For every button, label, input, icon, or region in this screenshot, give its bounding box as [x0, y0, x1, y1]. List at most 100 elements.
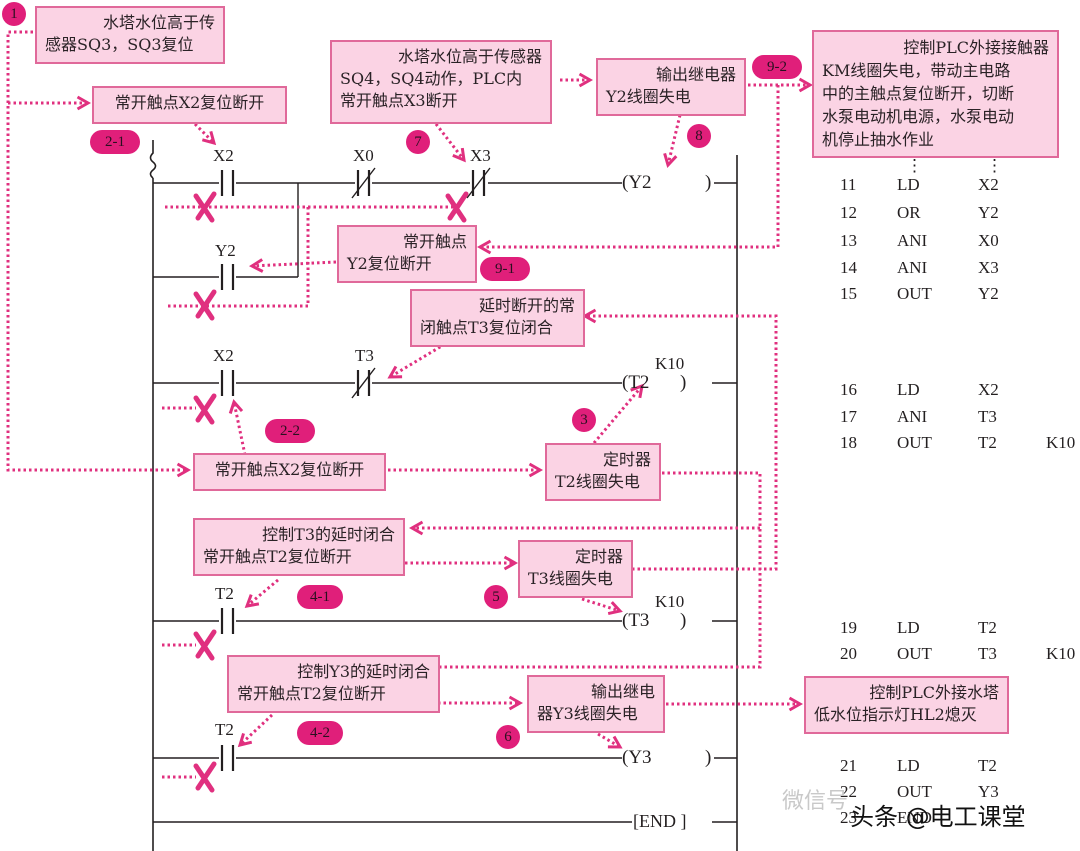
note-t3-contact-close: 延时断开的常 闭触点T3复位闭合	[410, 289, 585, 347]
instruction-op: OUT	[897, 284, 932, 303]
coil-y3-close: )	[705, 747, 712, 768]
instruction-step: 12	[840, 203, 857, 222]
badge-step-7: 7	[406, 130, 430, 154]
power-rails	[149, 140, 738, 851]
note-t2-contact-t3: 控制T3的延时闭合 常开触点T2复位断开	[193, 518, 405, 576]
flow-7	[434, 123, 466, 163]
instruction-step: 14	[840, 258, 857, 277]
note-x2-open-mid: 常开触点X2复位断开	[193, 453, 386, 491]
instruction-step: 23	[840, 808, 857, 827]
flow-rung1-broken	[165, 205, 455, 308]
label-t2-b: T2	[215, 720, 234, 739]
const-t2-k10: K10	[655, 354, 685, 373]
instruction-op: END	[897, 808, 932, 827]
coil-y3: (Y3	[622, 747, 652, 768]
cross-mark	[193, 629, 217, 661]
instruction-operand: Y2	[978, 203, 999, 222]
note-sq3-reset: 水塔水位高于传 感器SQ3，SQ3复位	[35, 6, 225, 64]
badge-step-8: 8	[687, 124, 711, 148]
instruction-operand: Y2	[978, 284, 999, 303]
note-y2-contact-open: 常开触点 Y2复位断开	[337, 225, 477, 283]
cross-mark	[193, 761, 217, 793]
cross-mark	[193, 393, 217, 425]
flow-1-left-route	[6, 30, 192, 478]
note-t3-coil-off: 定时器 T3线圈失电	[518, 540, 633, 598]
badge-step-5: 5	[484, 585, 508, 609]
contact-t2-no-2	[220, 745, 235, 771]
instruction-step: 15	[840, 284, 857, 303]
label-x2-b: X2	[213, 346, 234, 365]
instruction-constant: K10	[1046, 644, 1076, 663]
flow-6	[597, 732, 623, 749]
wechat-watermark: 微信号	[782, 789, 849, 814]
instruction-operand: X2	[978, 175, 999, 194]
instruction-step: 11	[840, 175, 857, 194]
coil-t2: (T2	[622, 372, 650, 393]
instruction-step: 19	[840, 618, 857, 637]
instruction-op: LD	[897, 618, 920, 637]
ellipsis: ⋮	[986, 156, 1003, 175]
contact-y2-no	[220, 264, 235, 290]
instruction-step: 20	[840, 644, 857, 663]
instruction-operand: Y3	[978, 782, 999, 801]
instruction-step: 21	[840, 756, 857, 775]
contact-t3-nc	[351, 367, 376, 399]
note-y3-coil-off: 输出继电 器Y3线圈失电	[527, 675, 665, 733]
instruction-operand: X2	[978, 380, 999, 399]
instruction-step: 18	[840, 433, 857, 452]
instruction-step: 16	[840, 380, 857, 399]
label-x0: X0	[353, 146, 374, 165]
badge-step-1: 1	[2, 2, 26, 26]
flow-t3-contact	[387, 342, 446, 379]
flow-y2-contact	[248, 258, 337, 273]
flow-t3-route	[581, 308, 778, 571]
instruction-op: OUT	[897, 782, 932, 801]
cross-mark	[193, 191, 217, 223]
instruction-step: 13	[840, 231, 857, 250]
label-x2: X2	[213, 146, 234, 165]
flow-2-1	[193, 122, 217, 146]
instruction-step: 17	[840, 407, 857, 426]
label-x3: X3	[470, 146, 491, 165]
instruction-op: LD	[897, 756, 920, 775]
cross-mark	[193, 289, 217, 321]
coil-y2: (Y2	[622, 172, 652, 193]
instruction-op: ANI	[897, 231, 928, 250]
instruction-op: LD	[897, 380, 920, 399]
const-t3-k10: K10	[655, 592, 685, 611]
instruction-op: ANI	[897, 407, 928, 426]
badge-step-4-2: 4-2	[297, 721, 343, 745]
left-rail-break	[149, 140, 157, 179]
note-x2-open-top: 常开触点X2复位断开	[92, 86, 287, 124]
instruction-operand: T2	[978, 618, 997, 637]
flow-8	[663, 114, 682, 168]
note-y2-coil-off: 输出继电器 Y2线圈失电	[596, 58, 746, 116]
coil-y2-close: )	[705, 172, 712, 193]
toutiao-watermark: 头条 @电工课堂	[850, 803, 1026, 831]
flow-4-2	[237, 713, 274, 748]
badge-step-2-2: 2-2	[265, 419, 315, 443]
note-sq4-action: 水塔水位高于传感器 SQ4，SQ4动作，PLC内 常开触点X3断开	[330, 40, 552, 124]
contact-x2-no	[220, 170, 235, 196]
instruction-constant: K10	[1046, 433, 1076, 452]
instruction-step: 22	[840, 782, 857, 801]
contact-x3-nc	[466, 167, 491, 199]
instruction-operand: X0	[978, 231, 999, 250]
flow-4-1	[244, 578, 279, 608]
instruction-operand: T2	[978, 756, 997, 775]
instruction-op: OUT	[897, 644, 932, 663]
note-hl2-off: 控制PLC外接水塔 低水位指示灯HL2熄灭	[804, 676, 1009, 734]
contact-x0-nc	[351, 167, 376, 199]
instruction-op: OUT	[897, 433, 932, 452]
coil-t3: (T3	[622, 610, 650, 631]
flow-9-1	[476, 85, 780, 255]
badge-step-3: 3	[572, 408, 596, 432]
instruction-op: LD	[897, 175, 920, 194]
badge-step-4-1: 4-1	[297, 585, 343, 609]
instruction-op: OR	[897, 203, 921, 222]
instruction-operand: X3	[978, 258, 999, 277]
flow-3	[592, 383, 644, 444]
coil-t2-close: )	[680, 372, 687, 393]
coil-t3-close: )	[680, 610, 687, 631]
